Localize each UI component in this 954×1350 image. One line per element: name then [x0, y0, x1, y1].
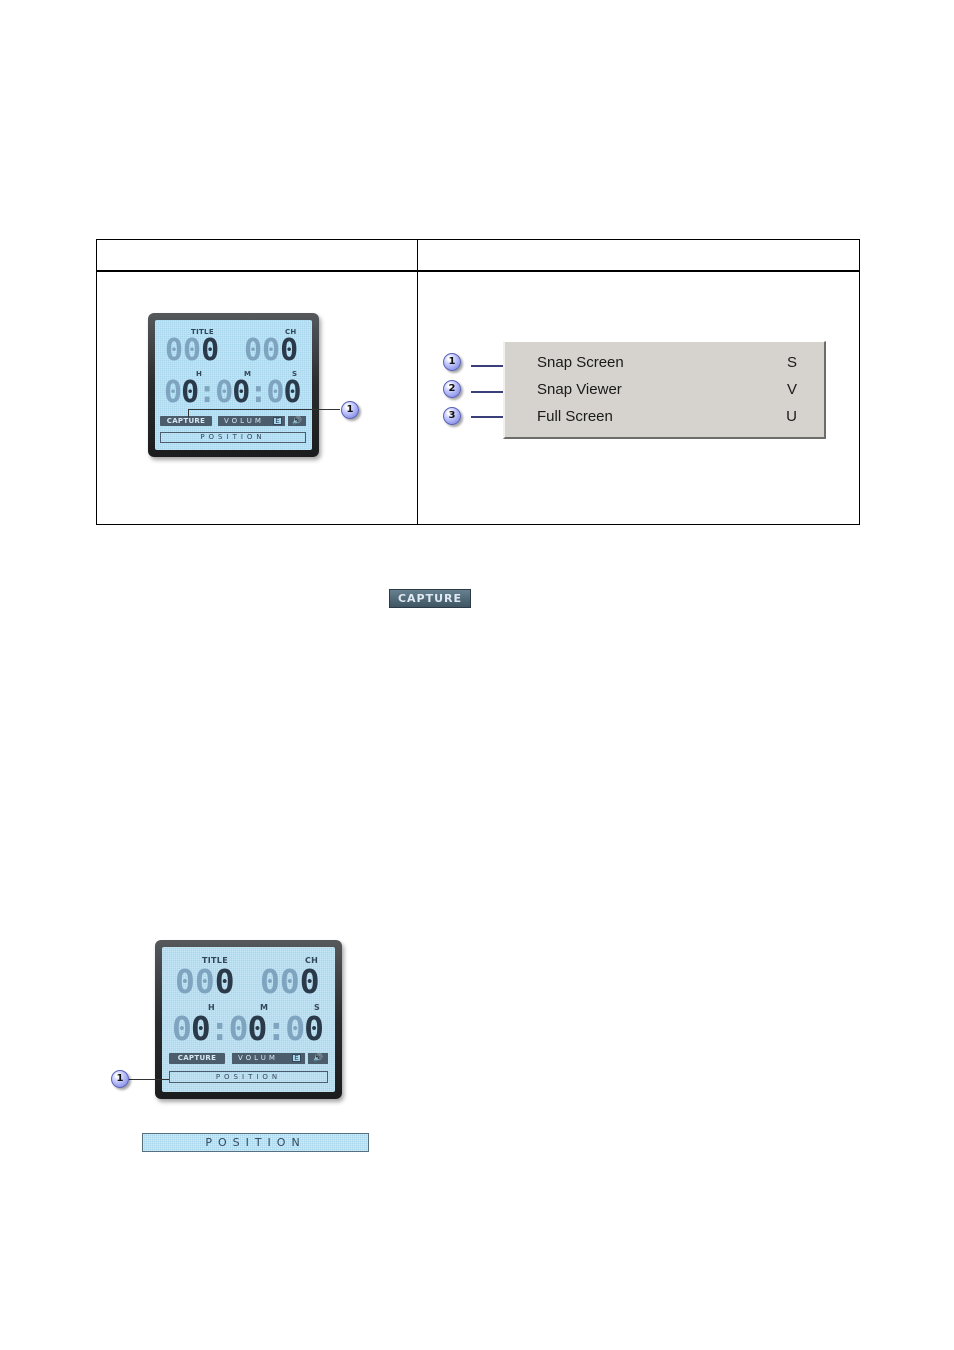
seconds-label: S — [292, 370, 298, 378]
callout-leader-position — [129, 1079, 169, 1080]
ch-label: CH — [305, 956, 319, 965]
position-bar[interactable]: POSITION — [160, 432, 306, 443]
menu-item-snap-viewer[interactable]: Snap Viewer V — [537, 381, 797, 398]
lcd-screen: TITLE CH 000 000 H M S 00:00:00 CAPTURE … — [155, 320, 312, 450]
speaker-icon[interactable]: 🔊 — [308, 1053, 328, 1064]
callout-badge-3: 3 — [443, 407, 461, 425]
menu-leader-2 — [471, 391, 523, 393]
volume-knob[interactable]: E — [292, 1054, 301, 1062]
menu-item-snap-screen[interactable]: Snap Screen S — [537, 354, 797, 371]
title-digits: 000 — [175, 962, 235, 1001]
capture-button[interactable]: CAPTURE — [389, 589, 471, 608]
minutes-label: M — [244, 370, 252, 378]
shortcut-key: S — [786, 354, 797, 371]
table-column-divider — [417, 240, 418, 524]
shortcut-key: V — [786, 381, 797, 398]
ch-digits: 000 — [244, 333, 299, 368]
position-bar[interactable]: POSITION — [169, 1071, 328, 1083]
capture-button[interactable]: CAPTURE — [169, 1053, 225, 1064]
callout-leader-capture-drop — [188, 409, 189, 417]
callout-leader-capture — [188, 409, 340, 410]
title-digits: 000 — [165, 333, 220, 368]
shortcut-key: U — [786, 408, 797, 425]
feature-table — [96, 239, 860, 525]
ch-label: CH — [285, 328, 297, 336]
callout-badge-1: 1 — [341, 401, 359, 419]
player-lcd: TITLE CH 000 000 H M S 00:00:00 CAPTURE … — [148, 313, 319, 457]
player-lcd: TITLE CH 000 000 H M S 00:00:00 CAPTURE … — [155, 940, 342, 1099]
callout-badge-1: 1 — [111, 1070, 129, 1088]
volume-slider[interactable]: VOLUM E — [232, 1053, 305, 1064]
menu-leader-1 — [471, 365, 523, 367]
title-label: TITLE — [202, 956, 228, 965]
callout-badge-2: 2 — [443, 380, 461, 398]
capture-button[interactable]: CAPTURE — [160, 416, 212, 426]
minutes-label: M — [260, 1003, 269, 1012]
seconds-label: S — [314, 1003, 321, 1012]
volume-knob[interactable]: E — [273, 417, 282, 425]
position-bar[interactable]: POSITION — [142, 1133, 369, 1152]
menu-item-full-screen[interactable]: Full Screen U — [537, 408, 797, 425]
snapshot-context-menu: Snap Screen S Snap Viewer V Full Screen … — [503, 341, 826, 439]
hours-label: H — [208, 1003, 215, 1012]
hours-label: H — [196, 370, 203, 378]
speaker-icon[interactable]: 🔊 — [288, 416, 306, 426]
volume-slider[interactable]: VOLUM E — [218, 416, 285, 426]
ch-digits: 000 — [260, 962, 320, 1001]
table-header-row — [97, 240, 859, 272]
callout-badge-1: 1 — [443, 353, 461, 371]
lcd-screen: TITLE CH 000 000 H M S 00:00:00 CAPTURE … — [162, 947, 335, 1092]
title-label: TITLE — [191, 328, 214, 336]
menu-leader-3 — [471, 416, 523, 418]
time-display: 00:00:00 — [172, 1009, 324, 1048]
time-display: 00:00:00 — [164, 375, 302, 410]
